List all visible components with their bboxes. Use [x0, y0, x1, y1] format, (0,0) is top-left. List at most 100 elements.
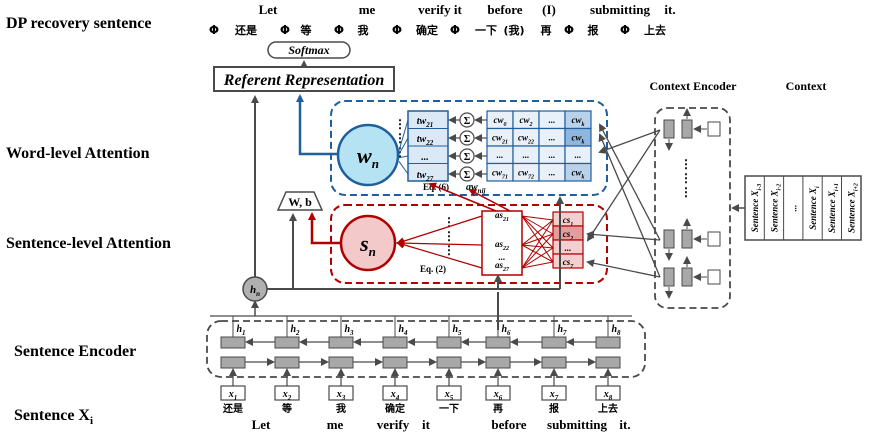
input-token-label: x4: [390, 389, 400, 402]
bottom-chinese-word: 一下: [439, 403, 459, 415]
bottom-english-word: me: [327, 417, 344, 432]
cw-label: cw72: [518, 168, 534, 181]
context-connection: [586, 230, 661, 241]
cw-label: cwk: [572, 133, 585, 146]
wb-box: [276, 191, 324, 211]
sigma-symbol: Σ: [464, 134, 471, 145]
top-english-word: Let: [259, 2, 278, 17]
dropped-pronoun-marker: Φ: [280, 23, 290, 37]
context-connection: [599, 123, 661, 241]
dropped-pronoun-marker: Φ: [209, 23, 219, 37]
forward-rnn-cell: [220, 356, 246, 369]
cw-label: ...: [549, 168, 556, 178]
ellipsis: ⋮: [680, 185, 692, 199]
hidden-state-label: h6: [501, 324, 511, 337]
sigma-symbol: Σ: [464, 116, 471, 127]
context-sentence-label: ...: [789, 205, 799, 212]
backward-rnn-cell: [436, 336, 462, 349]
input-token-label: x3: [336, 389, 346, 402]
context-connection: [586, 259, 661, 278]
label-word-attention: Word-level Attention: [6, 145, 150, 162]
tw-cell: tw21: [417, 116, 433, 129]
cw-label: ...: [497, 150, 504, 160]
context-rnn-cell: [663, 229, 675, 249]
dropped-pronoun-marker: Φ: [620, 23, 630, 37]
top-english-word: it.: [664, 2, 675, 17]
cw-label: cw21: [492, 133, 508, 146]
bottom-chinese-word: 报: [549, 402, 559, 415]
hidden-state-label: h7: [557, 324, 567, 337]
cs-label: cs2: [563, 229, 574, 242]
bottom-english-word: it: [422, 417, 431, 432]
context-input-box: [707, 231, 721, 247]
bottom-english-word: Let: [252, 417, 271, 432]
ellipsis: ⋮: [680, 157, 692, 171]
eq2-label: Eq. (2): [420, 264, 446, 274]
backward-rnn-cell: [485, 336, 511, 349]
input-token-box: [328, 385, 354, 401]
context-sentence-label: Sentence Xi-2: [769, 184, 782, 232]
cw-label: cw71: [492, 168, 508, 181]
sigma-symbol: Σ: [464, 152, 471, 163]
referent-representation-label: Referent Representation: [223, 72, 385, 89]
top-chinese-word: 再: [541, 24, 552, 37]
context-encoder-cells: ⋮⋮⋮: [663, 108, 721, 299]
bottom-chinese-word: 上去: [598, 402, 618, 415]
label-sentence-attention: Sentence-level Attention: [6, 235, 171, 252]
top-chinese-word: 等: [300, 23, 312, 37]
as-cell: as21: [495, 210, 509, 223]
backward-rnn-cell: [274, 336, 300, 349]
bottom-english-word: verify: [377, 417, 410, 432]
cs-to-as-line: [521, 261, 554, 269]
context-sentence-label: Sentence Xi+2: [847, 183, 860, 233]
referent-representation-box: [213, 66, 395, 92]
cs-label: ...: [565, 243, 572, 253]
as-cell: as22: [495, 239, 509, 252]
dropped-pronoun-marker: Φ: [450, 23, 460, 37]
tw-cell: tw27: [417, 170, 434, 183]
tw-cell: tw22: [417, 134, 434, 147]
label-sentence-encoder: Sentence Encoder: [14, 343, 136, 360]
context-encoder-region: [654, 107, 731, 309]
bottom-chinese-word: 再: [493, 403, 503, 415]
as-to-sn-arrow: [396, 240, 483, 269]
wb-label: W, b: [288, 195, 312, 209]
cw-label: cw0: [494, 115, 507, 128]
cs-to-as-line: [521, 244, 554, 263]
forward-rnn-cell: [595, 356, 621, 369]
forward-rnn-cell: [328, 356, 354, 369]
hn-label: hn: [250, 284, 260, 298]
context-input-box: [707, 269, 721, 285]
input-token-box: [382, 385, 408, 401]
context-connection: [586, 129, 661, 242]
forward-rnn-cell: [274, 356, 300, 369]
input-token-label: x1: [228, 389, 238, 402]
bottom-english-word: it.: [619, 417, 630, 432]
top-english-word: (I): [542, 2, 556, 17]
forward-rnn-cell: [382, 356, 408, 369]
as-to-sn-arrow: [396, 215, 483, 245]
input-token-box: [595, 385, 621, 401]
cs-to-as-line: [521, 215, 554, 263]
hidden-state-label: h2: [290, 324, 300, 337]
sentence-attention-region: [330, 204, 608, 284]
top-english-word: before: [487, 2, 522, 17]
cw-label: ...: [575, 150, 582, 160]
cs-to-as-line: [521, 215, 554, 235]
input-token-label: x7: [549, 389, 559, 402]
bottom-chinese-word: 还是: [222, 402, 243, 415]
hidden-state-label: h3: [344, 324, 354, 337]
context-input-box: [707, 121, 721, 137]
context-rnn-cell: [681, 119, 693, 139]
top-english-word: submitting: [590, 2, 650, 17]
sentence-to-word-arrow: [428, 182, 497, 212]
softmax-box: [267, 41, 351, 59]
top-chinese-word: 我: [358, 23, 369, 37]
context-title: Context: [786, 79, 827, 93]
ellipsis: ⋮: [443, 243, 455, 257]
cs-to-as-line: [521, 233, 554, 269]
